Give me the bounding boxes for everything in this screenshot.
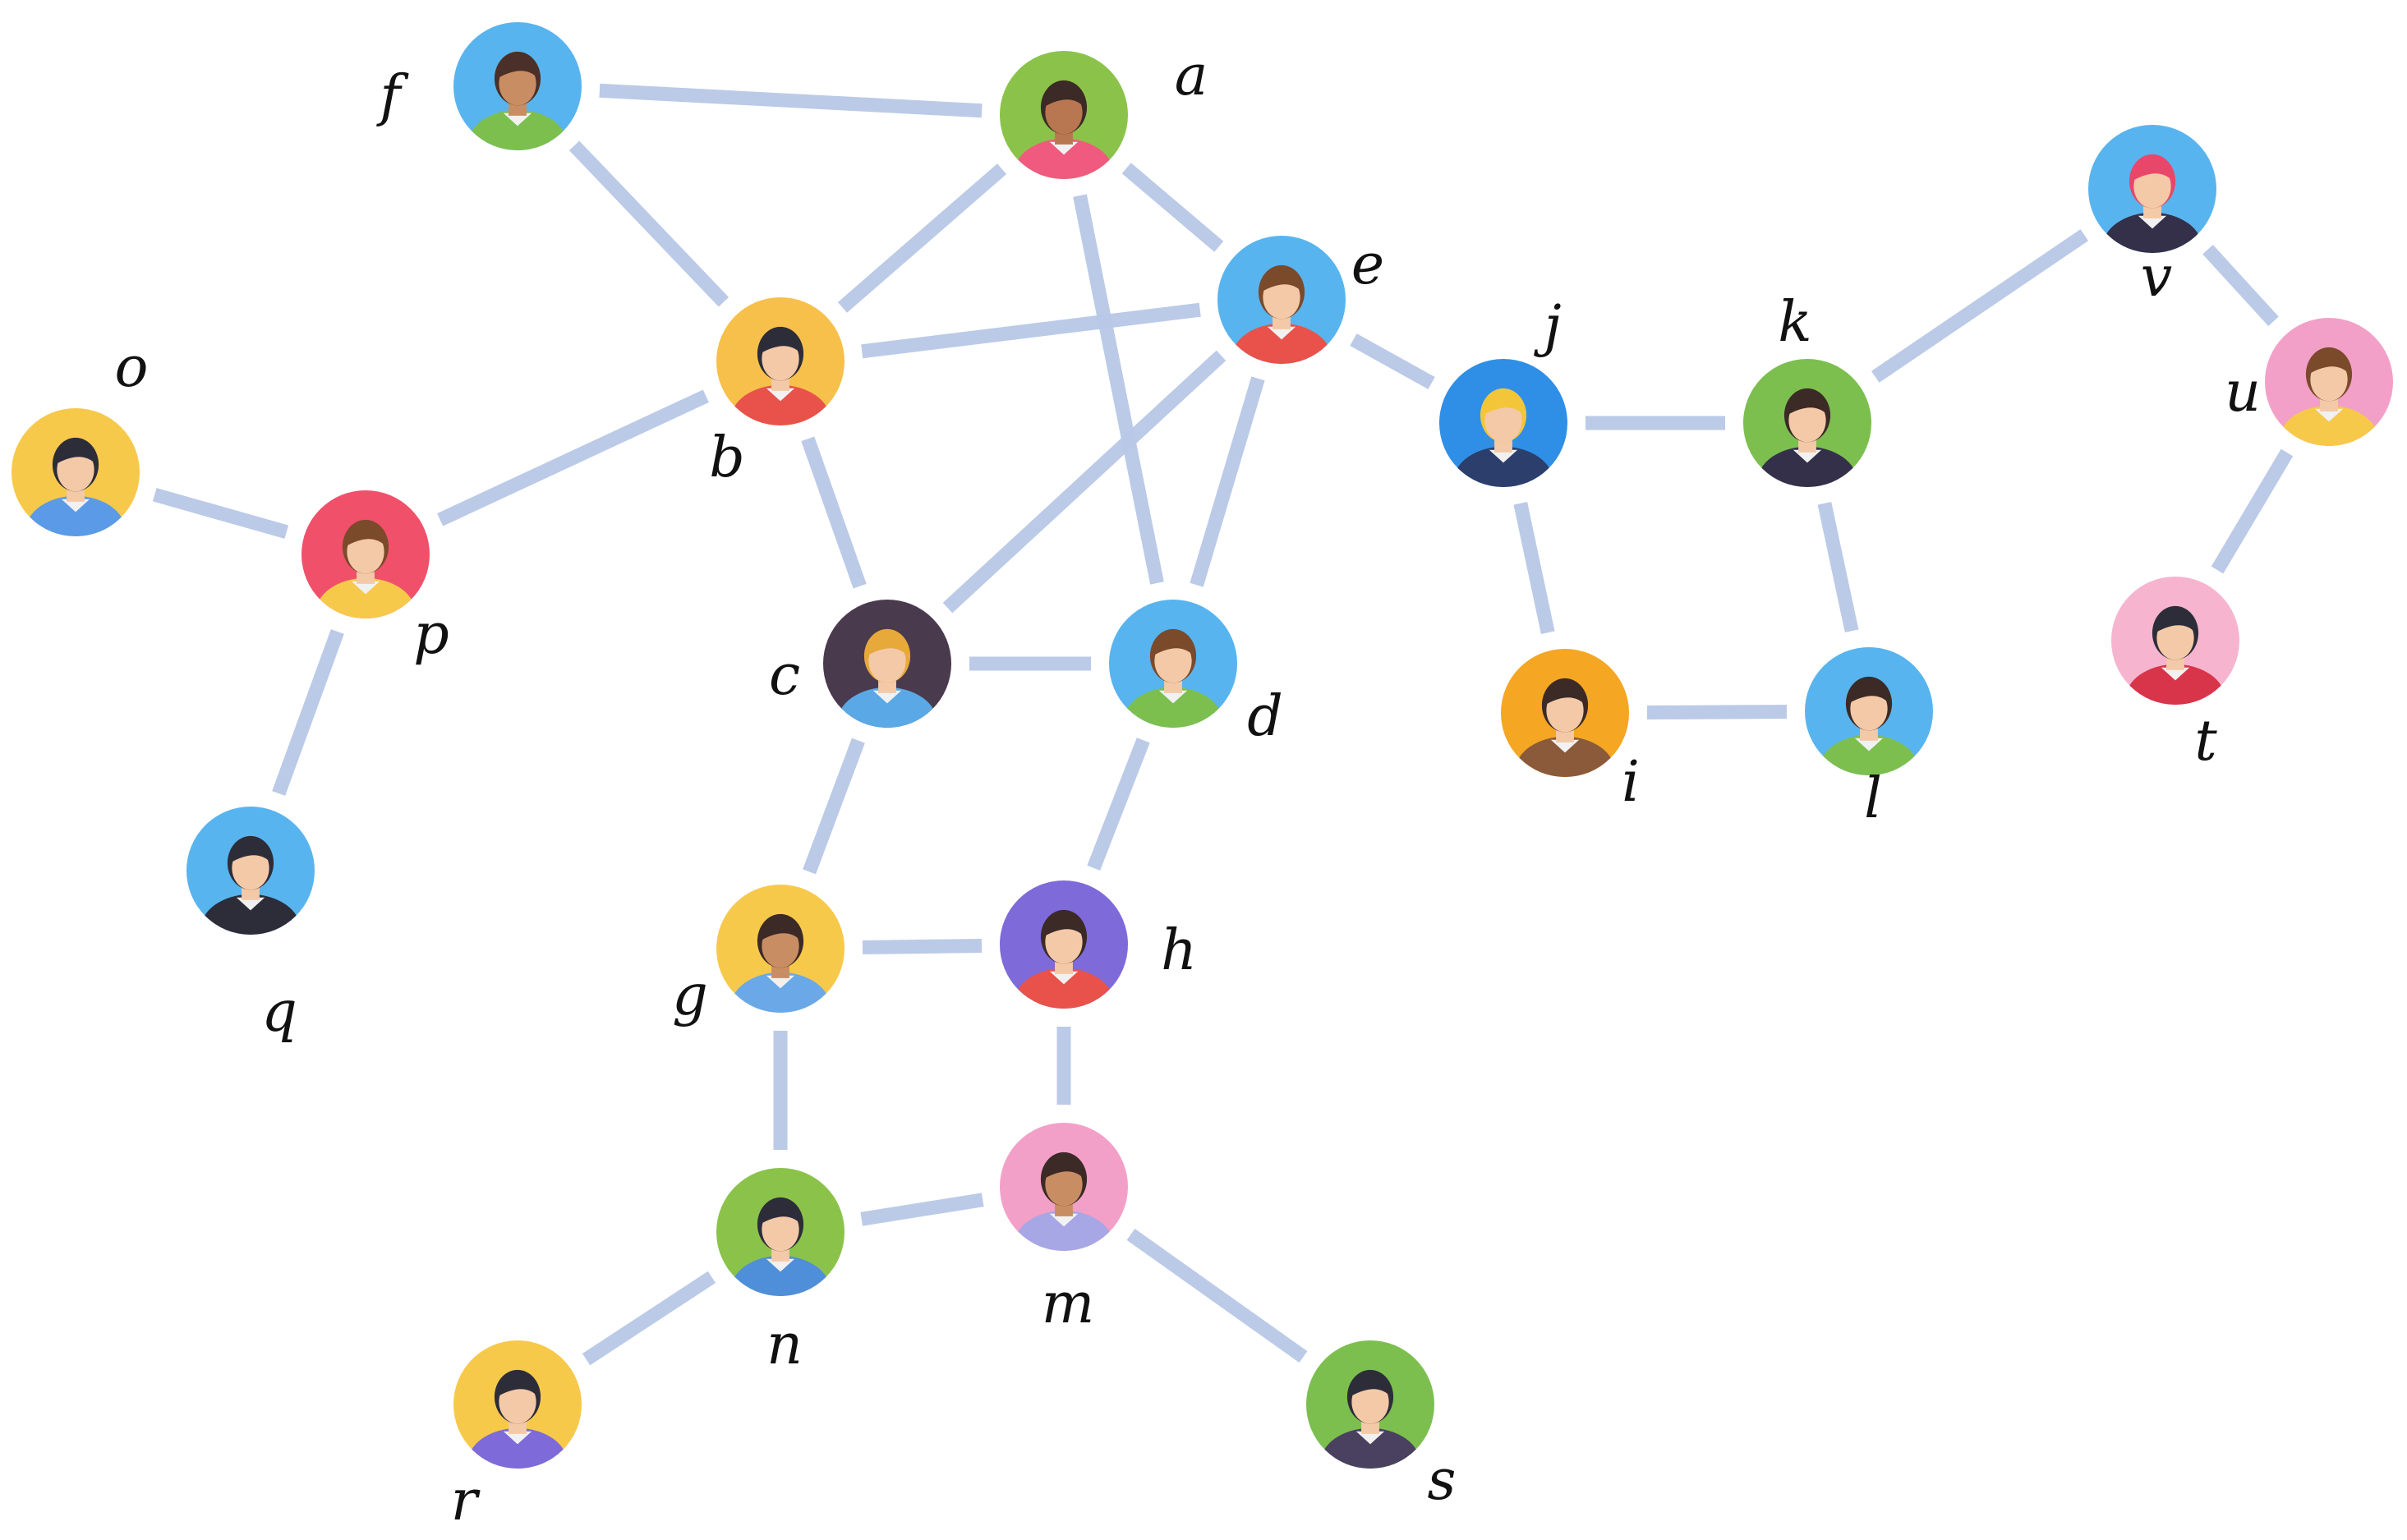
- node-m[interactable]: m: [1000, 1123, 1128, 1336]
- edge-m-s: [1126, 1228, 1308, 1363]
- edges-layer: [152, 83, 2294, 1366]
- node-label-u: u: [2225, 360, 2261, 425]
- person-avatar-icon: [12, 408, 140, 536]
- node-i[interactable]: i: [1501, 649, 1640, 815]
- edge-a-b: [837, 163, 1007, 313]
- node-a[interactable]: a: [1000, 44, 1208, 209]
- person-avatar-icon: [823, 600, 951, 728]
- edge-e-j: [1350, 333, 1435, 389]
- node-label-r: r: [451, 1469, 481, 1533]
- edge-f-a: [599, 83, 983, 118]
- node-k[interactable]: k: [1743, 290, 1871, 517]
- node-label-e: e: [1351, 232, 1384, 297]
- person-avatar-icon: [1306, 1340, 1434, 1469]
- node-d[interactable]: d: [1109, 600, 1283, 758]
- edge-v-u: [2202, 245, 2279, 326]
- person-avatar-icon: [716, 297, 845, 425]
- node-n[interactable]: n: [716, 1168, 845, 1377]
- person-avatar-icon: [2265, 318, 2393, 446]
- node-u[interactable]: u: [2225, 318, 2393, 476]
- person-avatar-icon: [453, 22, 582, 150]
- node-label-m: m: [1042, 1271, 1094, 1336]
- node-label-o: o: [115, 335, 149, 400]
- edge-p-q: [272, 629, 344, 796]
- node-label-t: t: [2194, 709, 2217, 774]
- node-label-i: i: [1622, 750, 1640, 815]
- edge-i-l: [1646, 705, 1788, 719]
- edge-e-d: [1190, 376, 1265, 587]
- edge-a-e: [1121, 163, 1224, 252]
- edge-a-d: [1073, 194, 1164, 585]
- node-label-d: d: [1247, 684, 1283, 749]
- node-label-p: p: [413, 602, 449, 667]
- node-label-b: b: [709, 425, 745, 490]
- person-avatar-icon: [1805, 647, 1933, 775]
- edge-n-r: [582, 1271, 716, 1366]
- person-avatar-icon: [1501, 649, 1629, 777]
- node-label-c: c: [769, 643, 800, 708]
- edge-d-h: [1087, 738, 1150, 871]
- person-avatar-icon: [1000, 880, 1128, 1009]
- person-avatar-icon: [301, 490, 430, 618]
- person-avatar-icon: [716, 885, 845, 1013]
- node-label-a: a: [1175, 44, 1208, 108]
- edge-f-b: [568, 140, 729, 307]
- node-o[interactable]: o: [12, 335, 148, 567]
- person-avatar-icon: [1439, 359, 1567, 487]
- edge-b-e: [861, 302, 1201, 359]
- node-label-v: v: [2141, 245, 2172, 310]
- person-avatar-icon: [186, 807, 315, 935]
- edge-u-t: [2211, 448, 2294, 574]
- nodes-layer: a b c d e f g h i j k l m n o p q r s t uv: [12, 22, 2393, 1533]
- edge-b-p: [437, 389, 709, 526]
- node-label-n: n: [766, 1312, 803, 1377]
- node-t[interactable]: t: [2111, 577, 2239, 774]
- edge-k-l: [1817, 502, 1859, 632]
- edge-e-c: [942, 350, 1227, 614]
- node-label-f: f: [375, 64, 409, 129]
- person-avatar-icon: [2088, 125, 2216, 253]
- person-avatar-icon: [1743, 359, 1871, 487]
- node-c[interactable]: c: [769, 600, 951, 758]
- node-r[interactable]: r: [451, 1340, 582, 1533]
- node-label-q: q: [261, 980, 297, 1045]
- edge-g-h: [862, 938, 983, 955]
- node-label-s: s: [1428, 1448, 1457, 1513]
- edge-c-g: [803, 738, 865, 875]
- node-b[interactable]: b: [709, 297, 845, 490]
- node-j[interactable]: j: [1439, 294, 1567, 517]
- node-p[interactable]: p: [301, 490, 449, 667]
- node-label-j: j: [1533, 294, 1561, 359]
- node-s[interactable]: s: [1306, 1340, 1456, 1513]
- person-avatar-icon: [716, 1168, 845, 1296]
- edge-p-o: [152, 488, 289, 539]
- node-label-l: l: [1864, 766, 1882, 831]
- edge-j-i: [1513, 502, 1555, 634]
- edge-k-v: [1871, 229, 2089, 383]
- node-q[interactable]: q: [186, 807, 315, 1045]
- node-label-h: h: [1161, 918, 1197, 983]
- person-avatar-icon: [1109, 600, 1237, 728]
- node-label-g: g: [672, 963, 708, 1028]
- person-avatar-icon: [1217, 236, 1346, 364]
- edge-n-m: [860, 1193, 984, 1226]
- node-h[interactable]: h: [1000, 880, 1197, 1039]
- node-f[interactable]: f: [375, 22, 582, 181]
- person-avatar-icon: [453, 1340, 582, 1469]
- node-label-k: k: [1778, 290, 1811, 355]
- person-avatar-icon: [1000, 51, 1128, 179]
- edge-b-c: [801, 436, 867, 589]
- node-l[interactable]: l: [1805, 647, 1933, 831]
- node-g[interactable]: g: [672, 885, 845, 1043]
- node-e[interactable]: e: [1217, 232, 1384, 394]
- node-v[interactable]: v: [2088, 125, 2216, 310]
- person-avatar-icon: [2111, 577, 2239, 705]
- person-avatar-icon: [1000, 1123, 1128, 1251]
